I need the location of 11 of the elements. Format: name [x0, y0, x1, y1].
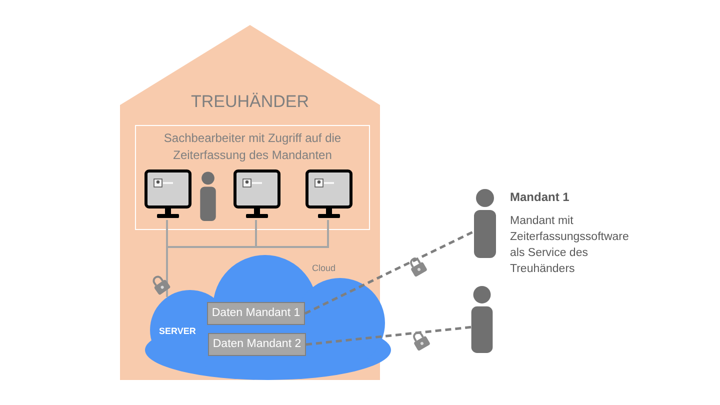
- data-box: Daten Mandant 1: [207, 302, 305, 325]
- dashed-connector: [304, 230, 475, 315]
- cloud-caption: Cloud: [312, 262, 336, 275]
- person-name: Mandant 1: [510, 189, 570, 206]
- person-description: Mandant mit Zeiterfassungssoftware als Service des Treuhänders: [510, 214, 630, 277]
- cloud-label: SERVER: [159, 325, 196, 338]
- dashed-connector: [306, 326, 472, 346]
- group-frame: [135, 125, 370, 230]
- data-box: Daten Mandant 2: [208, 333, 306, 356]
- house-title: TREUHÄNDER: [190, 91, 310, 113]
- group-heading: Sachbearbeiter mit Zugriff auf die Zeiterfassung des Mandanten: [162, 130, 342, 164]
